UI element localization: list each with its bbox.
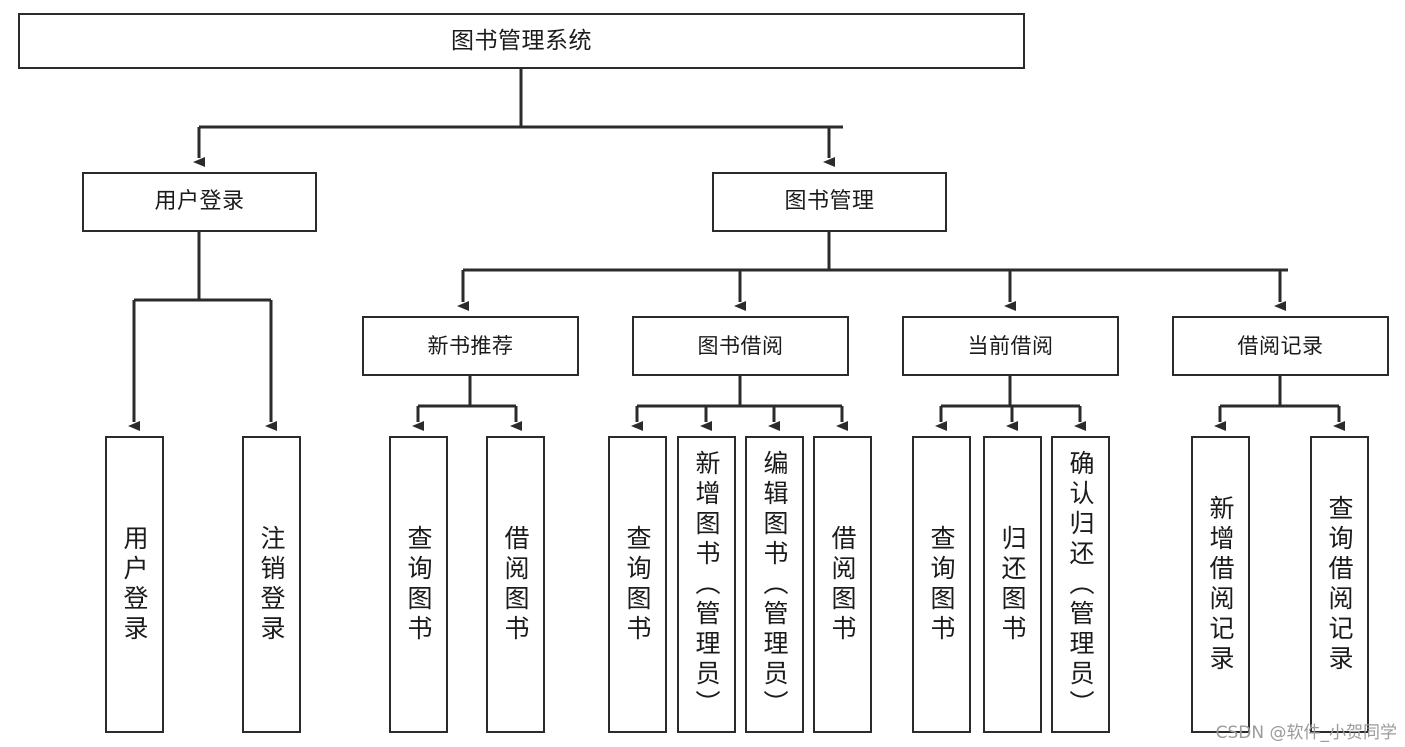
node-leaf-query-book-borrow[interactable]: 查询图书: [608, 436, 667, 733]
node-new-book-rec-label: 新书推荐: [427, 333, 514, 358]
node-leaf-borrow-book[interactable]: 借阅图书: [813, 436, 872, 733]
node-leaf-return-book[interactable]: 归还图书: [983, 436, 1042, 733]
node-leaf-add-book-label: 新增图书（管理员）: [692, 449, 721, 720]
node-new-book-rec[interactable]: 新书推荐: [362, 316, 579, 376]
node-leaf-confirm-return-label: 确认归还（管理员）: [1066, 449, 1095, 720]
node-leaf-query-record-label: 查询借阅记录: [1325, 494, 1354, 675]
node-leaf-query-record[interactable]: 查询借阅记录: [1310, 436, 1369, 733]
node-leaf-borrow-book-label: 借阅图书: [828, 524, 857, 645]
node-leaf-borrow-book-rec-label: 借阅图书: [501, 524, 530, 645]
node-leaf-borrow-book-rec[interactable]: 借阅图书: [486, 436, 545, 733]
node-leaf-logout-label: 注销登录: [257, 524, 286, 645]
node-book-manage-label: 图书管理: [784, 189, 875, 215]
node-leaf-add-book[interactable]: 新增图书（管理员）: [677, 436, 736, 733]
node-leaf-confirm-return[interactable]: 确认归还（管理员）: [1051, 436, 1110, 733]
node-book-borrow-label: 图书借阅: [697, 333, 784, 358]
node-borrow-record-label: 借阅记录: [1237, 333, 1324, 358]
node-leaf-query-book-borrow-label: 查询图书: [623, 524, 652, 645]
node-book-manage[interactable]: 图书管理: [712, 172, 947, 232]
node-root[interactable]: 图书管理系统: [18, 13, 1025, 69]
node-leaf-add-record-label: 新增借阅记录: [1206, 494, 1235, 675]
node-root-label: 图书管理系统: [451, 27, 592, 54]
node-leaf-query-book-rec[interactable]: 查询图书: [389, 436, 448, 733]
node-leaf-edit-book[interactable]: 编辑图书（管理员）: [745, 436, 804, 733]
node-current-borrow-label: 当前借阅: [967, 333, 1054, 358]
node-leaf-query-book-cur-label: 查询图书: [927, 524, 956, 645]
node-leaf-edit-book-label: 编辑图书（管理员）: [760, 449, 789, 720]
node-leaf-query-book-rec-label: 查询图书: [404, 524, 433, 645]
node-leaf-query-book-cur[interactable]: 查询图书: [912, 436, 971, 733]
node-leaf-logout[interactable]: 注销登录: [242, 436, 301, 733]
node-user-login-label: 用户登录: [154, 189, 245, 215]
node-user-login[interactable]: 用户登录: [82, 172, 317, 232]
node-leaf-add-record[interactable]: 新增借阅记录: [1191, 436, 1250, 733]
node-leaf-user-login[interactable]: 用户登录: [105, 436, 164, 733]
node-leaf-return-book-label: 归还图书: [998, 524, 1027, 645]
node-current-borrow[interactable]: 当前借阅: [902, 316, 1119, 376]
node-book-borrow[interactable]: 图书借阅: [632, 316, 849, 376]
node-leaf-user-login-label: 用户登录: [120, 524, 149, 645]
node-borrow-record[interactable]: 借阅记录: [1172, 316, 1389, 376]
